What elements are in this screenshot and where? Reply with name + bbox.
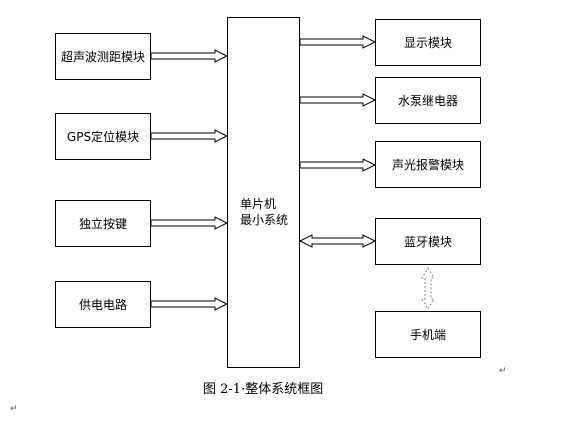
input-box-keys: 独立按键 [55,200,151,247]
figure-caption: 图 2-1·整体系统框图 [203,382,324,397]
arrow-ultrasonic-to-mcu [150,49,229,63]
mcu-label-line2: 最小系统 [240,213,289,227]
input-label-power: 供电电路 [78,298,127,312]
arrow-mcu-to-pump-relay [299,93,377,107]
input-label-keys: 独立按键 [78,217,127,231]
arrow-mcu-bluetooth [298,234,377,248]
paragraph-mark-icon: ↵ [10,404,18,414]
output-box-display: 显示模块 [375,19,481,66]
input-label-ultrasonic: 超声波测距模块 [60,50,145,64]
arrow-keys-to-mcu [150,216,229,230]
input-box-power: 供电电路 [55,281,151,328]
output-label-alarm: 声光报警模块 [391,158,464,172]
output-box-bluetooth: 蓝牙模块 [375,218,481,265]
arrow-power-to-mcu [150,297,229,311]
input-label-gps: GPS定位模块 [66,130,140,144]
output-box-alarm: 声光报警模块 [375,141,481,188]
output-label-pump-relay: 水泵继电器 [397,94,458,108]
arrow-mcu-to-alarm [299,158,377,172]
output-box-pump-relay: 水泵继电器 [375,77,481,124]
output-label-display: 显示模块 [403,36,452,50]
mcu-label-line1: 单片机 [240,197,277,211]
arrow-gps-to-mcu [150,129,229,143]
paragraph-mark-icon: ↵ [499,366,507,376]
output-label-bluetooth: 蓝牙模块 [403,235,452,249]
mcu-label: 单片机 最小系统 [240,196,288,228]
arrow-bluetooth-phone [421,267,435,310]
input-box-gps: GPS定位模块 [55,113,151,160]
input-box-ultrasonic: 超声波测距模块 [55,33,151,80]
arrow-mcu-to-display [299,35,377,49]
phone-box: 手机端 [375,311,481,358]
phone-label: 手机端 [409,328,446,342]
mcu-box: 单片机 最小系统 [227,17,300,368]
